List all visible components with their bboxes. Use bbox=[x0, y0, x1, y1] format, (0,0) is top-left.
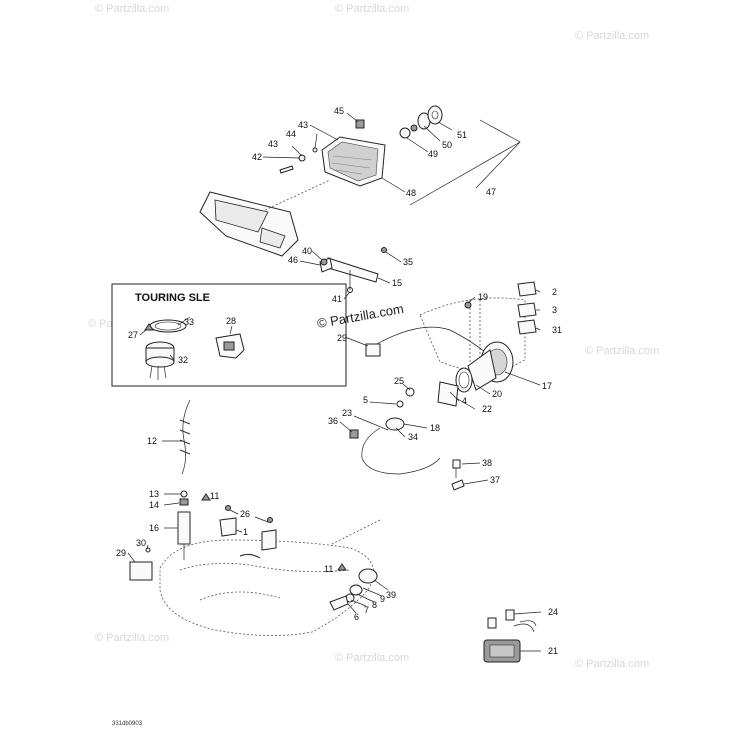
callout-23: 23 bbox=[342, 408, 352, 418]
callout-35: 35 bbox=[403, 257, 413, 267]
callout-37: 37 bbox=[490, 475, 500, 485]
callout-3: 3 bbox=[552, 305, 557, 315]
callout-17: 17 bbox=[542, 381, 552, 391]
leader-lines bbox=[127, 112, 542, 652]
touring-sle-inset: TOURING SLE bbox=[111, 283, 347, 387]
callout-48: 48 bbox=[406, 188, 416, 198]
callout-49: 49 bbox=[428, 149, 438, 159]
callout-1: 1 bbox=[243, 527, 248, 537]
inset-title: TOURING SLE bbox=[135, 292, 210, 304]
callout-19: 19 bbox=[478, 292, 488, 302]
callout-43: 43 bbox=[268, 139, 278, 149]
callout-27: 27 bbox=[128, 330, 138, 340]
callout-24: 24 bbox=[548, 607, 558, 617]
callout-34: 34 bbox=[408, 432, 418, 442]
watermark: © Partzilla.com bbox=[585, 345, 660, 357]
watermark: © Partzilla.com bbox=[335, 3, 410, 15]
callout-11: 11 bbox=[324, 564, 333, 574]
callout-14: 14 bbox=[149, 500, 159, 510]
callout-46: 46 bbox=[288, 255, 298, 265]
callout-12: 12 bbox=[147, 436, 157, 446]
watermark: © Partzilla.com bbox=[95, 3, 170, 15]
callout-42: 42 bbox=[252, 152, 262, 162]
callout-45: 45 bbox=[334, 106, 344, 116]
callout-29: 29 bbox=[337, 333, 347, 343]
watermark: © Partzilla.com bbox=[95, 632, 170, 644]
callout-labels: 45 43 44 43 42 51 50 49 48 47 40 46 35 1… bbox=[116, 106, 562, 656]
callout-40: 40 bbox=[302, 246, 312, 256]
callout-50: 50 bbox=[442, 140, 452, 150]
callout-26: 26 bbox=[240, 509, 250, 519]
watermark: © Partzilla.com bbox=[335, 652, 410, 664]
callout-13: 13 bbox=[149, 489, 159, 499]
callout-25: 25 bbox=[394, 376, 404, 386]
callout-21: 21 bbox=[548, 646, 558, 656]
callout-11: 11 bbox=[210, 491, 219, 501]
callout-41: 41 bbox=[332, 294, 342, 304]
callout-30: 30 bbox=[136, 538, 146, 548]
callout-38: 38 bbox=[482, 458, 492, 468]
callout-39: 39 bbox=[386, 590, 396, 600]
headlight-assembly bbox=[199, 105, 521, 293]
callout-8: 8 bbox=[372, 600, 377, 610]
callout-29: 29 bbox=[116, 548, 126, 558]
callout-20: 20 bbox=[492, 389, 502, 399]
callout-5: 5 bbox=[363, 395, 368, 405]
callout-2: 2 bbox=[552, 287, 557, 297]
figure-code: 331db0903 bbox=[112, 721, 143, 727]
bottom-parts bbox=[129, 399, 537, 663]
watermark: © Partzilla.com bbox=[575, 30, 650, 42]
callout-43: 43 bbox=[298, 120, 308, 130]
callout-4: 4 bbox=[462, 396, 467, 406]
callout-47: 47 bbox=[486, 187, 496, 197]
callout-9: 9 bbox=[380, 594, 385, 604]
callout-16: 16 bbox=[149, 523, 159, 533]
watermark: © Partzilla.com bbox=[575, 658, 650, 670]
callout-18: 18 bbox=[430, 423, 440, 433]
callout-44: 44 bbox=[286, 129, 296, 139]
callout-36: 36 bbox=[328, 416, 338, 426]
callout-31: 31 bbox=[552, 325, 562, 335]
callout-33: 33 bbox=[184, 317, 194, 327]
callout-28: 28 bbox=[226, 316, 236, 326]
callout-7: 7 bbox=[364, 605, 369, 615]
callout-51: 51 bbox=[457, 130, 467, 140]
callout-6: 6 bbox=[354, 612, 359, 622]
callout-15: 15 bbox=[392, 278, 402, 288]
callout-22: 22 bbox=[482, 404, 492, 414]
callout-32: 32 bbox=[178, 355, 188, 365]
